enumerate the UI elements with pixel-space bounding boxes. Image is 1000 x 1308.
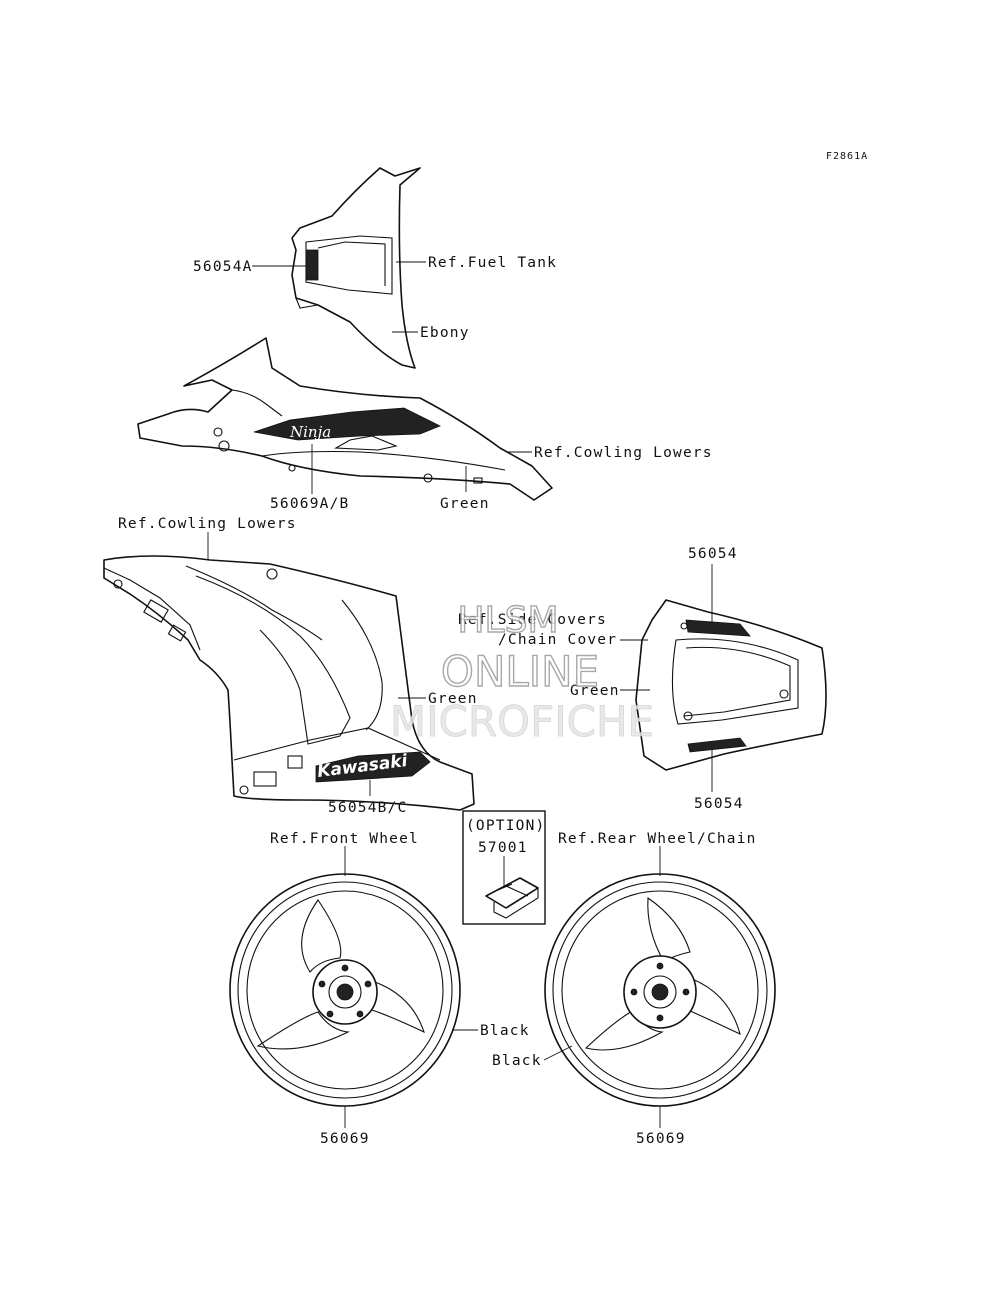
label-green-side-fairing: Green: [428, 691, 478, 707]
label-black-rear-wheel: Black: [492, 1053, 542, 1069]
label-black-front-wheel: Black: [480, 1023, 530, 1039]
cowling-lower-decal: [137, 337, 553, 501]
label-green-cowling-lower: Green: [440, 496, 490, 512]
label-56069-front: 56069: [320, 1131, 370, 1147]
label-ref-cowling-lowers-2: Ref.Cowling Lowers: [118, 516, 297, 532]
label-56069-rear: 56069: [636, 1131, 686, 1147]
watermark-line-3: MICROFICHE: [390, 697, 654, 746]
label-ref-cowling-lowers-1: Ref.Cowling Lowers: [534, 445, 713, 461]
label-56054bc: 56054B/C: [328, 800, 407, 816]
label-ref-side-covers: Ref.Side Covers: [458, 612, 607, 628]
label-57001: 57001: [478, 840, 528, 856]
label-ebony: Ebony: [420, 325, 470, 341]
front-wheel-decal: [229, 873, 461, 1107]
label-ref-fuel-tank: Ref.Fuel Tank: [428, 255, 557, 271]
label-ref-front-wheel: Ref.Front Wheel: [270, 831, 419, 847]
label-chain-cover: /Chain Cover: [498, 632, 617, 648]
label-green-side-cover: Green: [570, 683, 620, 699]
option-box: [462, 810, 546, 925]
watermark-line-2: ONLINE: [441, 647, 599, 696]
watermark: HLSM ONLINE MICROFICHE: [390, 599, 655, 746]
label-option: (OPTION): [466, 818, 545, 834]
label-56054-bottom: 56054: [694, 796, 744, 812]
label-ref-rear-wheel-chain: Ref.Rear Wheel/Chain: [558, 831, 757, 847]
side-fairing-decal: [103, 555, 475, 811]
side-cover-decal: [635, 599, 827, 771]
label-56054a: 56054A: [193, 259, 253, 275]
decal-ninja-text: Ninja: [289, 423, 331, 441]
rear-wheel-decal: [544, 873, 776, 1107]
label-56054-top: 56054: [688, 546, 738, 562]
label-56069ab: 56069A/B: [270, 496, 349, 512]
watermark-line-1: HLSM: [457, 600, 558, 641]
diagram-code: F2861A: [826, 151, 868, 162]
fuel-tank-decal: [291, 167, 421, 369]
